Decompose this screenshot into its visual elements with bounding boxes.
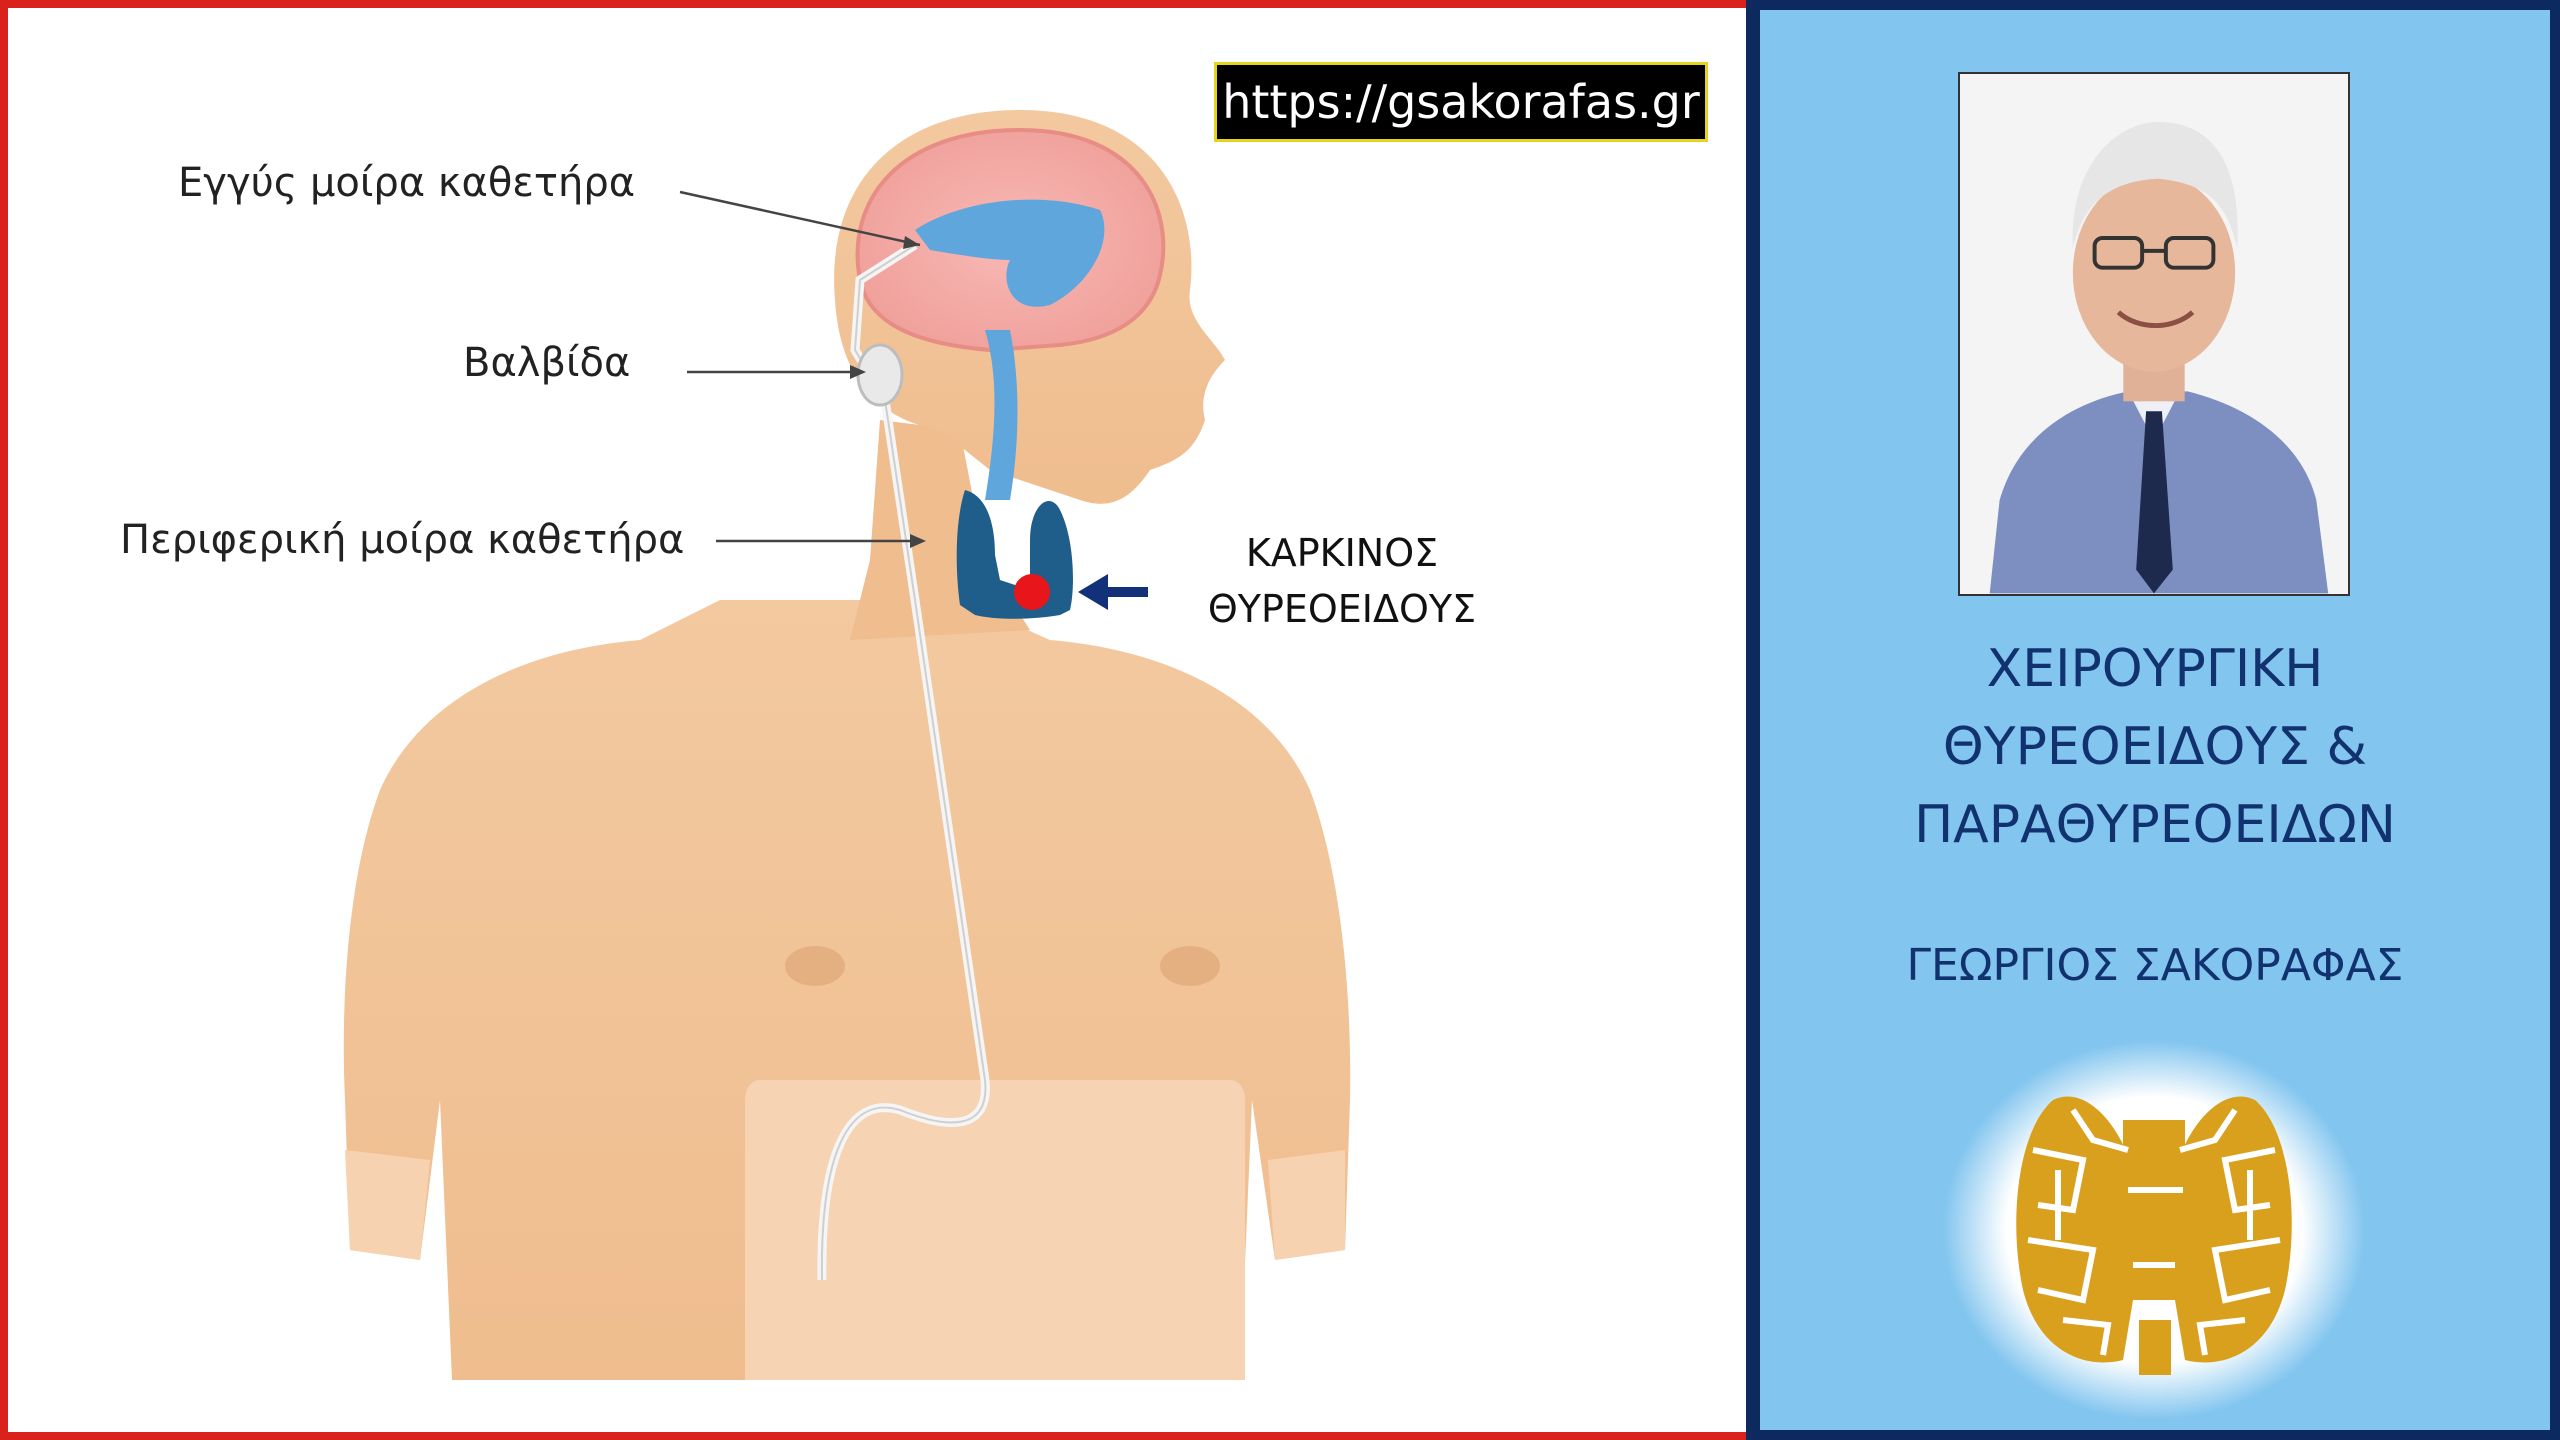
title-line1: ΧΕΙΡΟΥΡΓΙΚΗ [1986, 639, 2324, 699]
thyroid-cancer-line2: ΘΥΡΕΟΕΙΔΟΥΣ [1207, 587, 1477, 631]
thyroid-cancer-label: ΚΑΡΚΙΝΟΣ ΘΥΡΕΟΕΙΔΟΥΣ [1182, 525, 1502, 637]
author-name: ΓΕΩΡΓΙΟΣ ΣΑΚΟΡΑΦΑΣ [1906, 940, 2404, 991]
thyroid-gland [956, 490, 1073, 619]
thyroid-logo [1943, 1040, 2365, 1420]
website-url[interactable]: https://gsakorafas.gr [1214, 62, 1708, 142]
title-line3: ΠΑΡΑΘΥΡΕΟΕΙΔΩΝ [1914, 795, 2396, 855]
ventricle [915, 199, 1105, 307]
valve-device [856, 343, 904, 407]
page-title: ΧΕΙΡΟΥΡΓΙΚΗ ΘΥΡΕΟΕΙΔΟΥΣ & ΠΑΡΑΘΥΡΕΟΕΙΔΩΝ [1760, 630, 2550, 864]
title-line2: ΘΥΡΕΟΕΙΔΟΥΣ & [1942, 717, 2368, 777]
label-proximal-catheter: Εγγύς μοίρα καθετήρα [178, 160, 636, 206]
label-peripheral-catheter: Περιφερική μοίρα καθετήρα [120, 517, 685, 563]
shunt-illustration [343, 110, 1351, 1380]
label-valve: Βαλβίδα [463, 340, 631, 386]
tumor [1014, 574, 1050, 610]
thyroid-cancer-line1: ΚΑΡΚΙΝΟΣ [1245, 531, 1439, 575]
arrow-right-icon [679, 190, 921, 247]
author-photo [1958, 72, 2350, 596]
abdomen [745, 1080, 1245, 1380]
brainstem [985, 330, 1018, 500]
